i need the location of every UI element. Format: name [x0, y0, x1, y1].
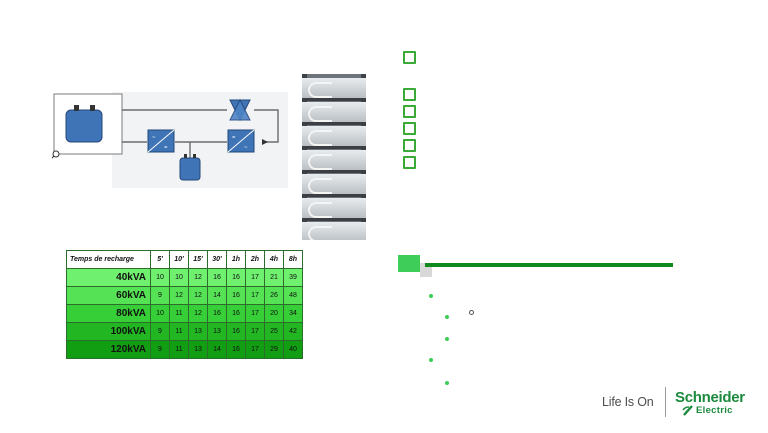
table-cell: 13 [207, 322, 227, 341]
table-cell: 10 [150, 268, 170, 287]
table-header-cell: 5' [150, 250, 170, 269]
checkbox-icon [403, 51, 416, 64]
battery-icon [65, 105, 103, 143]
table-cell: 16 [226, 322, 246, 341]
checkbox-icon [403, 156, 416, 169]
inverter-icon: = ~ [227, 129, 255, 153]
table-header-cell: 10' [169, 250, 189, 269]
table-header-cell: 1h [226, 250, 246, 269]
table-header-cell: 15' [188, 250, 208, 269]
electric-logo-text: Electric [696, 405, 733, 416]
table-cell: 26 [264, 286, 284, 305]
table-cell: 17 [245, 322, 265, 341]
svg-text:=: = [164, 145, 168, 151]
thyristor-icon [229, 98, 251, 122]
svg-text:~: ~ [244, 145, 248, 151]
table-row: 40kVA 10 10 12 16 16 17 21 39 [66, 268, 303, 287]
bullet-icon [429, 358, 433, 362]
section-marker [398, 255, 420, 272]
table-header-cell: 2h [245, 250, 265, 269]
table-cell: 12 [188, 268, 208, 287]
table-cell: 9 [150, 340, 170, 359]
bullet-icon [445, 315, 449, 319]
table-cell: 40 [283, 340, 303, 359]
schneider-logo-text: Schneider [675, 389, 745, 406]
table-cell: 14 [207, 286, 227, 305]
checkbox-icon [403, 88, 416, 101]
rectifier-icon: ~ = [147, 129, 175, 153]
table-cell: 16 [226, 340, 246, 359]
table-cell: 12 [169, 286, 189, 305]
checkbox-icon [403, 122, 416, 135]
bullet-icon [445, 381, 449, 385]
table-row-label: 80kVA [66, 304, 151, 323]
table-cell: 9 [150, 286, 170, 305]
table-cell: 14 [207, 340, 227, 359]
table-cell: 16 [226, 268, 246, 287]
sub-bullet-icon [469, 310, 474, 315]
table-cell: 13 [188, 340, 208, 359]
table-cell: 34 [283, 304, 303, 323]
svg-text:~: ~ [152, 135, 156, 141]
battery-small-icon [179, 154, 201, 181]
table-cell: 42 [283, 322, 303, 341]
table-header-cell: 4h [264, 250, 284, 269]
table-row-label: 100kVA [66, 322, 151, 341]
table-cell: 12 [188, 286, 208, 305]
table-header-cell: 30' [207, 250, 227, 269]
table-cell: 11 [169, 304, 189, 323]
bullet-icon [429, 294, 433, 298]
checkbox-icon [403, 139, 416, 152]
table-cell: 9 [150, 322, 170, 341]
table-header-row: Temps de recharge 5' 10' 15' 30' 1h 2h 4… [66, 250, 303, 269]
table-row-label: 40kVA [66, 268, 151, 287]
schneider-e-mark-icon [682, 405, 693, 416]
table-cell: 21 [264, 268, 284, 287]
table-cell: 16 [226, 286, 246, 305]
table-cell: 10 [169, 268, 189, 287]
table-cell: 12 [188, 304, 208, 323]
bullet-icon [445, 337, 449, 341]
table-cell: 16 [226, 304, 246, 323]
life-is-on-tagline: Life Is On [602, 395, 654, 409]
table-cell: 25 [264, 322, 284, 341]
svg-text:=: = [232, 135, 236, 141]
table-cell: 16 [207, 268, 227, 287]
table-cell: 39 [283, 268, 303, 287]
table-cell: 17 [245, 268, 265, 287]
table-row: 120kVA 9 11 13 14 16 17 29 40 [66, 340, 303, 359]
table-cell: 48 [283, 286, 303, 305]
table-cell: 11 [169, 340, 189, 359]
checkbox-icon [403, 105, 416, 118]
table-cell: 11 [169, 322, 189, 341]
table-header-cell: Temps de recharge [66, 250, 151, 269]
table-row-label: 120kVA [66, 340, 151, 359]
table-cell: 16 [207, 304, 227, 323]
table-header-cell: 8h [283, 250, 303, 269]
table-row: 100kVA 9 11 13 13 16 17 25 42 [66, 322, 303, 341]
battery-rack-photo [302, 74, 366, 240]
section-divider-line [425, 263, 673, 267]
table-row: 60kVA 9 12 12 14 16 17 26 48 [66, 286, 303, 305]
table-cell: 17 [245, 304, 265, 323]
table-row-label: 60kVA [66, 286, 151, 305]
table-cell: 20 [264, 304, 284, 323]
table-cell: 17 [245, 340, 265, 359]
table-row: 80kVA 10 11 12 16 16 17 20 34 [66, 304, 303, 323]
recharge-time-table: Temps de recharge 5' 10' 15' 30' 1h 2h 4… [66, 250, 303, 359]
table-cell: 17 [245, 286, 265, 305]
logo-divider [665, 387, 666, 417]
table-cell: 29 [264, 340, 284, 359]
ups-schematic-diagram: ~ = = ~ [47, 92, 292, 188]
table-cell: 13 [188, 322, 208, 341]
table-cell: 10 [150, 304, 170, 323]
